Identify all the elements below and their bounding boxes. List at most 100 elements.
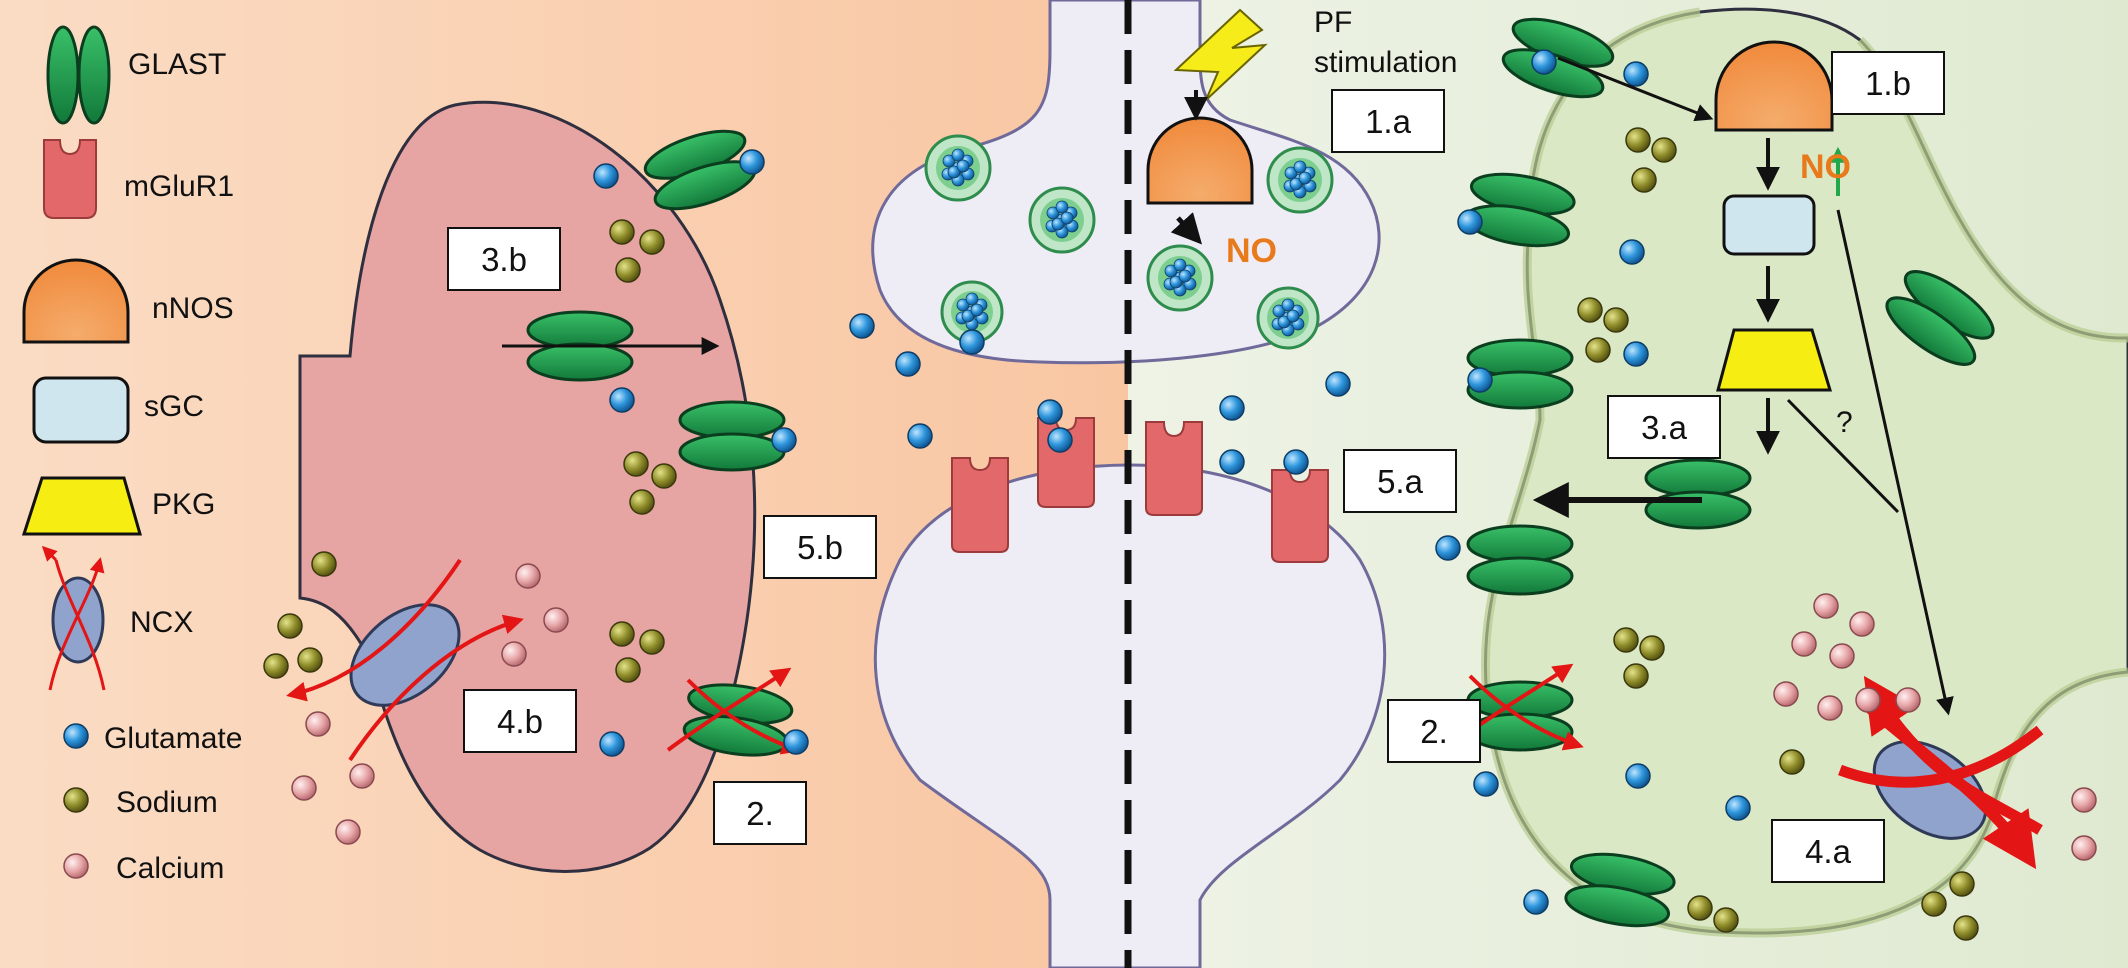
glutamate-ion [959,329,985,355]
glast-transporter [526,310,634,382]
legend-sodium-icon [63,787,89,813]
glutamate-ion [1523,889,1549,915]
sodium-ion [615,657,641,683]
nnos-right [1714,40,1834,132]
mglur1-receptor [1271,469,1329,563]
legend-glutamate-label: Glutamate [104,722,242,755]
glutamate-ion [1325,371,1351,397]
legend-nnos-label: nNOS [152,292,234,325]
glutamate-ion [1531,49,1557,75]
calcium-ion [515,563,541,589]
sodium-ion [609,621,635,647]
legend: GLAST mGluR1 nNOS sGC PKG NCX Glutamate … [21,25,242,885]
glutamate-ion [1037,399,1063,425]
svg-text:3.a: 3.a [1641,409,1688,446]
sodium-ion [311,551,337,577]
pathway-arrows [502,56,1954,716]
glutamate-ion [1219,449,1245,475]
glast-transporter [1564,852,1676,928]
calcium-ion [1895,687,1921,713]
question-mark: ? [1836,406,1853,439]
sodium-ion [1623,663,1649,689]
svg-text:2.: 2. [1420,713,1448,750]
no-label-presynaptic: NO [1226,232,1277,270]
glutamate-ion [907,423,933,449]
svg-text:4.a: 4.a [1805,833,1852,870]
legend-sgc-icon [32,376,130,444]
glast-transporter [1466,524,1574,596]
sodium-ion [639,229,665,255]
calcium-ion [501,641,527,667]
calcium-ion [349,763,375,789]
sodium-ion [651,463,677,489]
calcium-ion [1855,687,1881,713]
sodium-ion [1779,749,1805,775]
lightning-icon [1173,8,1268,101]
glutamate-ion [1283,449,1309,475]
svg-text:4.b: 4.b [497,703,543,740]
glutamate-ion [1619,239,1645,265]
glast-transporter [1885,270,1995,366]
glutamate-ion [771,427,797,453]
glast-transporter [1466,338,1574,410]
glast-transporter [1501,17,1615,99]
legend-sodium-label: Sodium [116,786,218,819]
vesicle-glutamate-clusters [941,148,1317,337]
sodium-ion [1921,891,1947,917]
sodium-ion [639,629,665,655]
sodium-ion [609,219,635,245]
glutamate-ion [1725,795,1751,821]
vesicle-glutamate-cluster [1045,200,1079,239]
glutamate-ion [1457,209,1483,235]
legend-nnos-icon [22,258,130,344]
sodium-ion [1585,337,1611,363]
glutamate-ion [1623,61,1649,87]
glutamate-ion [849,313,875,339]
legend-calcium-label: Calcium [116,852,224,885]
calcium-ion [305,711,331,737]
calcium-ion [335,819,361,845]
legend-calcium-icon [63,853,89,879]
sgc-right [1722,194,1816,256]
label-box-3a: 3.a [1607,395,1721,459]
sodium-ion [629,489,655,515]
glutamate-ion [1623,341,1649,367]
glutamate-ion [1435,535,1461,561]
label-box-4a: 4.a [1771,819,1885,883]
calcium-ion [543,607,569,633]
legend-glutamate-icon [63,723,89,749]
sodium-ion [1687,895,1713,921]
glutamate-ion [1625,763,1651,789]
calcium-ion [1791,631,1817,657]
legend-mglur1-icon [43,139,97,219]
glutamate-ion [599,731,625,757]
sodium-ion [1651,137,1677,163]
svg-text:1.a: 1.a [1365,103,1412,140]
ions [263,49,2097,941]
no-label-right: NO [1800,148,1851,186]
mglur1-receptor [951,457,1009,553]
svg-text:5.a: 5.a [1377,463,1424,500]
vesicle-glutamate-cluster [955,292,989,331]
calcium-ion [1817,695,1843,721]
sodium-ion [1713,907,1739,933]
calcium-ion [1829,643,1855,669]
vesicle-glutamate-cluster [941,148,975,187]
calcium-ion [1813,593,1839,619]
label-box-1b: 1.b [1831,51,1945,115]
glutamate-ion [1219,395,1245,421]
vesicle-glutamate-cluster [1283,160,1317,199]
label-box-3b: 3.b [447,227,561,291]
label-box-2-left: 2. [713,781,807,845]
sodium-ion [1949,871,1975,897]
legend-glast-label: GLAST [128,48,226,81]
legend-glast-icon [46,25,111,125]
sodium-ion [1631,167,1657,193]
glutamate-ion [895,351,921,377]
legend-pkg-label: PKG [152,488,215,521]
legend-ncx-label: NCX [130,606,193,639]
glutamate-ion [1047,427,1073,453]
sodium-ion [1639,635,1665,661]
